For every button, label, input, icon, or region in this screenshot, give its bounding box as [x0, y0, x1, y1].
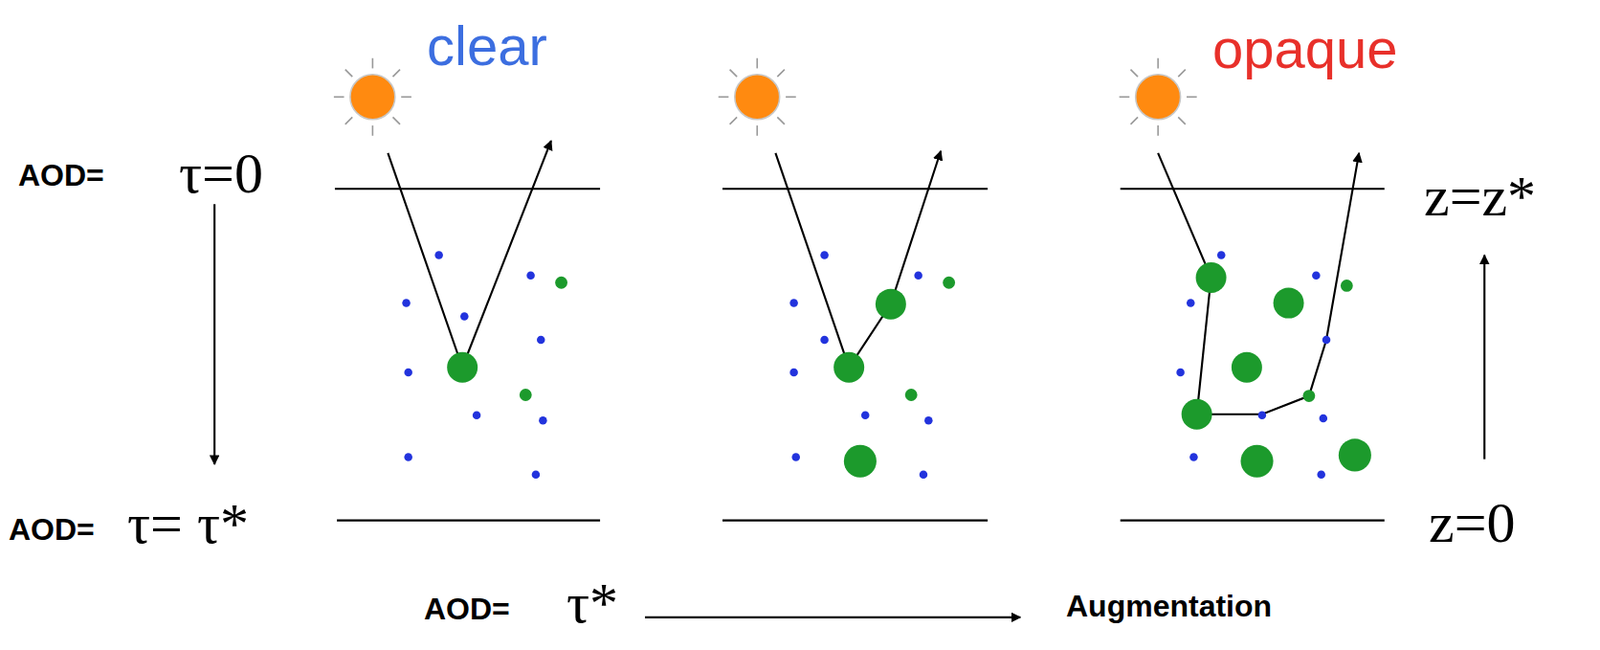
tau-value: τ= τ* — [127, 494, 249, 553]
molecule-dot — [1258, 411, 1267, 421]
molecule-dot — [1189, 452, 1199, 462]
sun-ray — [345, 69, 354, 78]
aerosol-particle — [1240, 444, 1273, 478]
molecule-dot — [403, 452, 413, 462]
aerosol-particle — [942, 276, 956, 289]
sun — [333, 58, 412, 136]
sun-ray — [1131, 69, 1139, 78]
aerosol-particle — [1196, 262, 1227, 293]
molecule-dot — [1316, 469, 1326, 479]
tau-value: τ* — [566, 574, 619, 632]
molecule-dot — [1176, 368, 1185, 378]
sun-ray — [372, 125, 375, 136]
axis-caption: Augmentation — [1066, 590, 1272, 622]
aerosol-particle — [446, 352, 478, 383]
sky-condition: clear — [426, 18, 548, 74]
molecule-dot — [924, 416, 934, 425]
sun-ray — [777, 116, 785, 125]
aerosol-particle — [1338, 438, 1372, 471]
sun-disc — [734, 74, 780, 120]
sun-ray — [392, 69, 400, 78]
sun-ray — [1177, 116, 1186, 125]
molecule-dot — [536, 335, 546, 345]
sun-ray — [400, 95, 412, 98]
sun — [1119, 58, 1198, 136]
molecule-dot — [526, 271, 535, 281]
molecule-dot — [1322, 335, 1332, 345]
sun-ray — [392, 116, 400, 125]
molecule-dot — [861, 411, 870, 421]
sun-ray — [1186, 95, 1198, 98]
molecule-dot — [1319, 414, 1329, 423]
molecule-dot — [403, 368, 413, 378]
aerosol-particle — [1303, 389, 1316, 402]
light-paths — [387, 140, 1359, 415]
sun-ray — [730, 116, 738, 125]
sun-ray — [755, 125, 758, 136]
sun-ray — [1119, 95, 1131, 98]
aerosol-particle — [1273, 288, 1305, 319]
height-value: z=z* — [1423, 167, 1536, 225]
aerosol-particle — [1340, 279, 1354, 292]
molecule-dot — [1186, 298, 1196, 308]
sun-ray — [718, 95, 730, 98]
sun-ray — [1156, 125, 1159, 136]
aod-label: AOD= — [18, 159, 105, 191]
molecule-dot — [472, 411, 482, 421]
layer-boundaries — [334, 188, 1385, 520]
molecule-dot — [919, 469, 929, 479]
aerosol-particle — [905, 388, 918, 401]
sun-disc — [350, 74, 396, 120]
molecule-dot — [789, 298, 799, 308]
molecule-dot — [434, 250, 444, 260]
sun-ray — [1131, 116, 1139, 125]
sun-ray — [777, 69, 785, 78]
molecule-dot — [820, 335, 829, 345]
aerosol-particle — [833, 352, 865, 383]
molecule-dot — [401, 298, 411, 308]
sun-ray — [755, 58, 758, 69]
sun-ray — [785, 95, 797, 98]
particles — [401, 250, 1372, 479]
sun-ray — [1177, 69, 1186, 78]
aerosol-particle — [555, 276, 568, 289]
tau-value: τ=0 — [178, 144, 264, 202]
sky-condition: opaque — [1212, 21, 1399, 77]
molecule-dot — [789, 368, 799, 378]
sun-ray — [345, 116, 354, 125]
sun — [718, 58, 797, 136]
molecule-dot — [791, 452, 800, 462]
sun-ray — [333, 95, 345, 98]
molecule-dot — [460, 311, 469, 321]
height-value: z=0 — [1428, 493, 1515, 552]
aerosol-particle — [519, 388, 533, 401]
aerosol-particle — [844, 444, 877, 478]
aod-label: AOD= — [8, 513, 95, 545]
sun-ray — [372, 58, 375, 69]
sun-ray — [1156, 58, 1159, 69]
sun-ray — [730, 69, 738, 78]
molecule-dot — [820, 250, 829, 260]
aod-label: AOD= — [423, 593, 511, 624]
axis-arrows — [214, 203, 1485, 618]
aerosol-particle — [1181, 399, 1213, 430]
molecule-dot — [1311, 271, 1321, 281]
molecule-dot — [532, 469, 541, 479]
sun-disc — [1135, 74, 1181, 120]
aerosol-particle — [875, 288, 907, 320]
aerosol-particle — [1231, 352, 1263, 383]
molecule-dot — [913, 271, 923, 281]
molecule-dot — [1217, 250, 1226, 260]
molecule-dot — [538, 416, 548, 425]
